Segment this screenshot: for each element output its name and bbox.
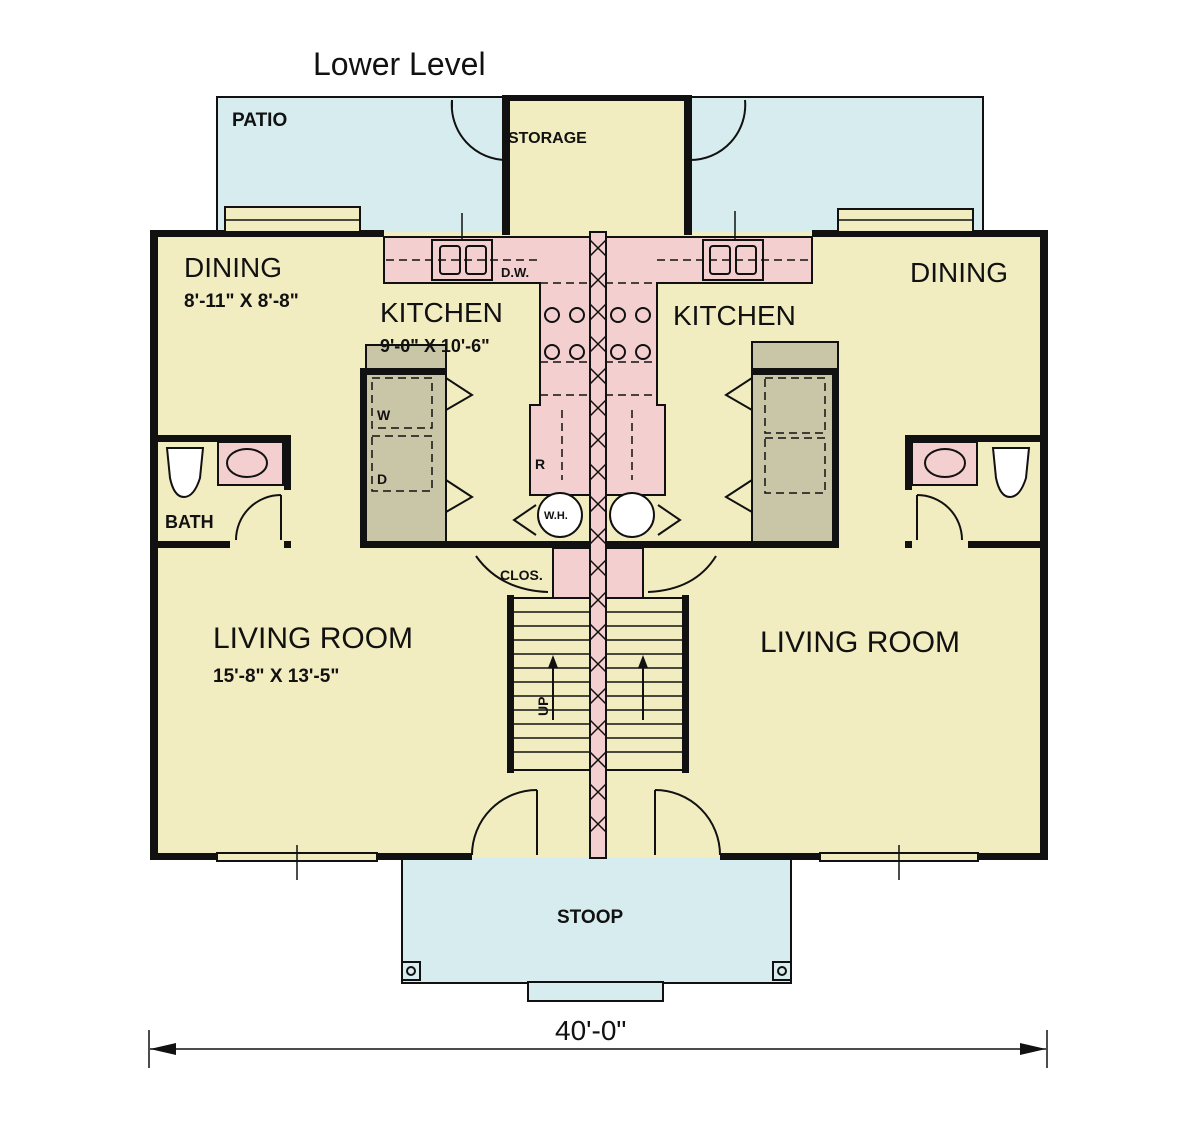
water-heater-left — [512, 492, 583, 538]
patio-label: PATIO — [232, 110, 287, 131]
bath-label: BATH — [165, 512, 214, 532]
stoop-label: STOOP — [557, 907, 623, 928]
kitchen-left-label: KITCHEN — [380, 297, 503, 328]
living-left-label: LIVING ROOM — [213, 622, 413, 655]
dining-left-label: DINING — [184, 252, 282, 283]
patio-door-right — [689, 99, 747, 162]
stairs-right — [605, 597, 685, 771]
bath-fixtures-right — [911, 441, 1031, 541]
living-right-label: LIVING ROOM — [760, 626, 960, 659]
laundry-closet-left — [365, 344, 474, 543]
washer-label: W — [377, 407, 391, 423]
storage-label: STORAGE — [508, 130, 587, 147]
refrigerator-label: R — [535, 456, 545, 472]
window-front-right — [819, 845, 979, 880]
closet-shelf-right — [604, 547, 644, 607]
stoop-post-left — [401, 961, 421, 981]
stairs-left — [511, 597, 591, 771]
stairs-up-label: UP — [535, 697, 551, 716]
window-patio-left — [224, 206, 361, 233]
dining-left-dimensions: 8'-11" X 8'-8" — [184, 291, 299, 312]
dining-right-label: DINING — [910, 257, 1008, 288]
stoop-step — [527, 981, 664, 1002]
closet-label: CLOS. — [500, 567, 543, 583]
kitchen-left-dimensions: 9'-0" X 10'-6" — [380, 336, 490, 356]
overall-dimension-label: 40'-0" — [555, 1015, 626, 1046]
patio-door-left — [450, 99, 508, 162]
living-left-dimensions: 15'-8" X 13'-5" — [213, 666, 339, 687]
front-door-left — [471, 789, 538, 856]
overall-dimension-line — [148, 1030, 1048, 1068]
range-burners-left — [544, 307, 585, 360]
stoop-area — [401, 854, 792, 984]
front-door-right — [654, 789, 721, 856]
bath-fixtures-left — [165, 441, 284, 541]
laundry-closet-right — [724, 341, 839, 543]
storage-room — [507, 97, 687, 234]
dishwasher-label: D.W. — [501, 265, 529, 280]
window-front-left — [216, 845, 378, 880]
plan-title: Lower Level — [313, 46, 486, 82]
closet-door-right — [647, 555, 717, 593]
kitchen-right-label: KITCHEN — [673, 300, 796, 331]
interior-walls — [150, 368, 1048, 773]
stoop-post-right — [772, 961, 792, 981]
water-heater-label: W.H. — [544, 510, 568, 522]
closet-door-left — [475, 555, 549, 593]
range-burners-right — [610, 307, 651, 360]
water-heater-right — [609, 492, 682, 538]
party-wall — [589, 231, 607, 859]
window-patio-right — [837, 208, 974, 233]
dryer-label: D — [377, 471, 387, 487]
